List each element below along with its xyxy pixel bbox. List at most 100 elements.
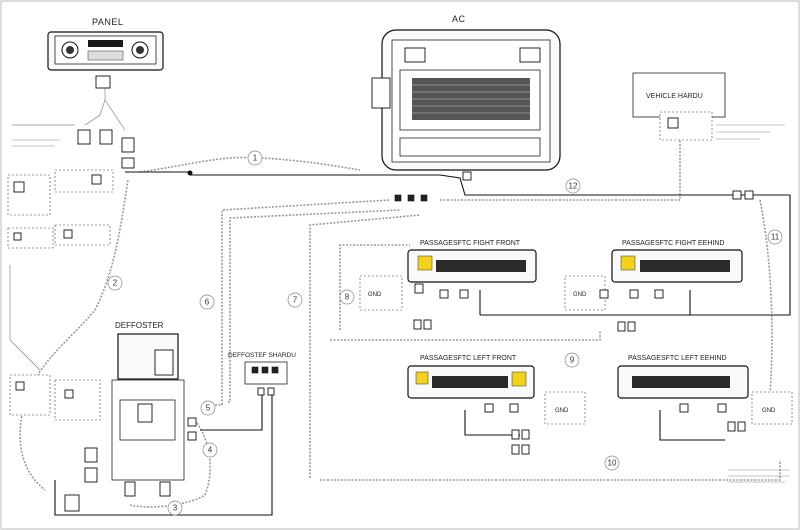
left-lower-line (464, 410, 520, 436)
left-ref-line (9, 265, 41, 371)
vehicle-harness-box (632, 72, 726, 118)
defroster-harness-plug-2 (267, 387, 275, 396)
pass-right-front-title: PASSAGESFTC FIGHT FRONT (420, 240, 521, 247)
circuit-marker-9 (564, 352, 580, 368)
circuit-marker-12 (565, 178, 581, 194)
legend-box-1-conn (13, 181, 25, 193)
panel-to-connector (84, 78, 106, 126)
pass-right-behind-title: PASSAGESFTC FIGHT EEHIND (622, 240, 724, 247)
circuit-marker-5 (200, 400, 216, 416)
circuit-label-1: 1 (253, 154, 258, 163)
pass-right-behind-conn-3 (654, 289, 664, 299)
defroster-harness-pin-1 (251, 366, 259, 374)
pass-right-front-grille (436, 260, 526, 272)
harness-9 (330, 330, 601, 341)
defroster-harness-down (54, 395, 273, 516)
circuit-label-4: 4 (208, 446, 213, 455)
pass-left-front-plug-4 (521, 444, 530, 455)
panel-left-knob-center (66, 46, 74, 54)
panel-plug-right (121, 137, 135, 153)
pass-left-front-plug-1 (511, 429, 520, 440)
defroster-harness-plug-1 (257, 387, 265, 396)
pass-right-front-conn-3 (459, 289, 469, 299)
vehicle-harness-connector-box (659, 111, 713, 141)
pass-left-behind-conn-1 (679, 403, 689, 413)
harness-7 (309, 214, 421, 478)
ac-base (399, 137, 541, 157)
harness-3 (129, 419, 211, 508)
harness-2 (19, 179, 129, 491)
vehicle-harness-title: VEHICLE HARDU (646, 93, 703, 100)
pass-left-behind-group: PASSAGESFTC LEFT EEHIND GND (617, 355, 793, 483)
pass-right-behind-group: PASSAGESFTC FIGHT EEHIND GND (564, 240, 743, 332)
pass-left-front-title: PASSAGESFTC LEFT FRONT (420, 355, 517, 362)
pass-right-front-gnd: GND (368, 292, 382, 298)
circuit-marker-1 (247, 150, 263, 166)
right-side-line (480, 195, 791, 316)
ac-side-bracket (371, 77, 391, 109)
ac-fan-left (404, 47, 426, 63)
pass-left-front-warning-right (511, 371, 527, 387)
harness-6 (228, 209, 401, 403)
pass-left-front-conn-1 (484, 403, 494, 413)
pass-right-front-conn-2 (439, 289, 449, 299)
pass-right-front-plug-2 (423, 319, 432, 330)
legend-box-3-conn (63, 229, 73, 239)
circuit-marker-3 (167, 500, 183, 516)
defroster-motor (137, 403, 153, 423)
defroster-conn-2 (187, 431, 197, 441)
pass-left-front-group: PASSAGESFTC LEFT FRONT GND (407, 355, 586, 455)
pass-right-front-plug-1 (413, 319, 422, 330)
ac-plug-1 (394, 194, 402, 202)
harness-1 (139, 156, 361, 173)
pass-left-behind-conn-2 (717, 403, 727, 413)
pass-right-behind-plug-1 (617, 321, 626, 332)
harness-12 (440, 140, 681, 201)
pass-left-front-grille (432, 376, 508, 388)
harness-8 (339, 244, 410, 330)
defroster-legend-1 (9, 374, 51, 416)
circuit-marker-11 (767, 229, 783, 245)
panel-plug-low (121, 157, 135, 169)
legend-box-2-conn (91, 174, 102, 185)
circuit-marker-2 (107, 275, 123, 291)
main-bus-line (125, 171, 790, 196)
circuit-label-3: 3 (173, 504, 178, 513)
defroster-harness-group: DEFFOSTEF SHARDU (228, 352, 296, 396)
legend-box-4-conn (13, 232, 22, 241)
harness-10 (320, 460, 781, 481)
defroster-harness-title: DEFFOSTEF SHARDU (228, 352, 296, 359)
circuit-label-2: 2 (113, 279, 118, 288)
circuit-label-5: 5 (206, 404, 211, 413)
panel-to-connector-2 (104, 99, 126, 131)
pass-left-front-conn-2 (509, 403, 519, 413)
circuit-marker-group: 1 2 3 4 5 6 7 8 9 10 11 12 (107, 150, 783, 516)
defroster-harness-link (200, 395, 263, 431)
circuit-label-11: 11 (771, 233, 780, 242)
defroster-side-unit (154, 349, 174, 376)
pass-left-front-gnd-box (544, 391, 586, 425)
ac-plug-3 (420, 194, 428, 202)
defroster-group: DEFFOSTER (9, 321, 197, 512)
pass-right-behind-conn-1 (599, 289, 609, 299)
panel-plug-mid (99, 129, 113, 145)
vehicle-plug-b (744, 190, 754, 200)
circuit-label-7: 7 (293, 296, 298, 305)
pass-right-behind-conn-2 (629, 289, 639, 299)
circuit-label-9: 9 (570, 356, 575, 365)
dashed-harness-group (19, 140, 781, 508)
legend-box-2 (54, 169, 114, 193)
circuit-label-6: 6 (205, 298, 210, 307)
defroster-title: DEFFOSTER (115, 321, 164, 330)
pass-right-front-gnd-box (359, 275, 403, 311)
left-legend-group (7, 169, 114, 249)
defroster-legend-2 (54, 379, 101, 421)
ac-title: AC (452, 14, 466, 24)
circuit-marker-6 (199, 294, 215, 310)
defroster-plug-a (84, 447, 98, 463)
defroster-foot-left (124, 481, 136, 497)
pass-right-behind-grille (640, 260, 730, 272)
pass-right-front-conn-1 (414, 283, 424, 294)
defroster-conn-1 (187, 417, 197, 427)
